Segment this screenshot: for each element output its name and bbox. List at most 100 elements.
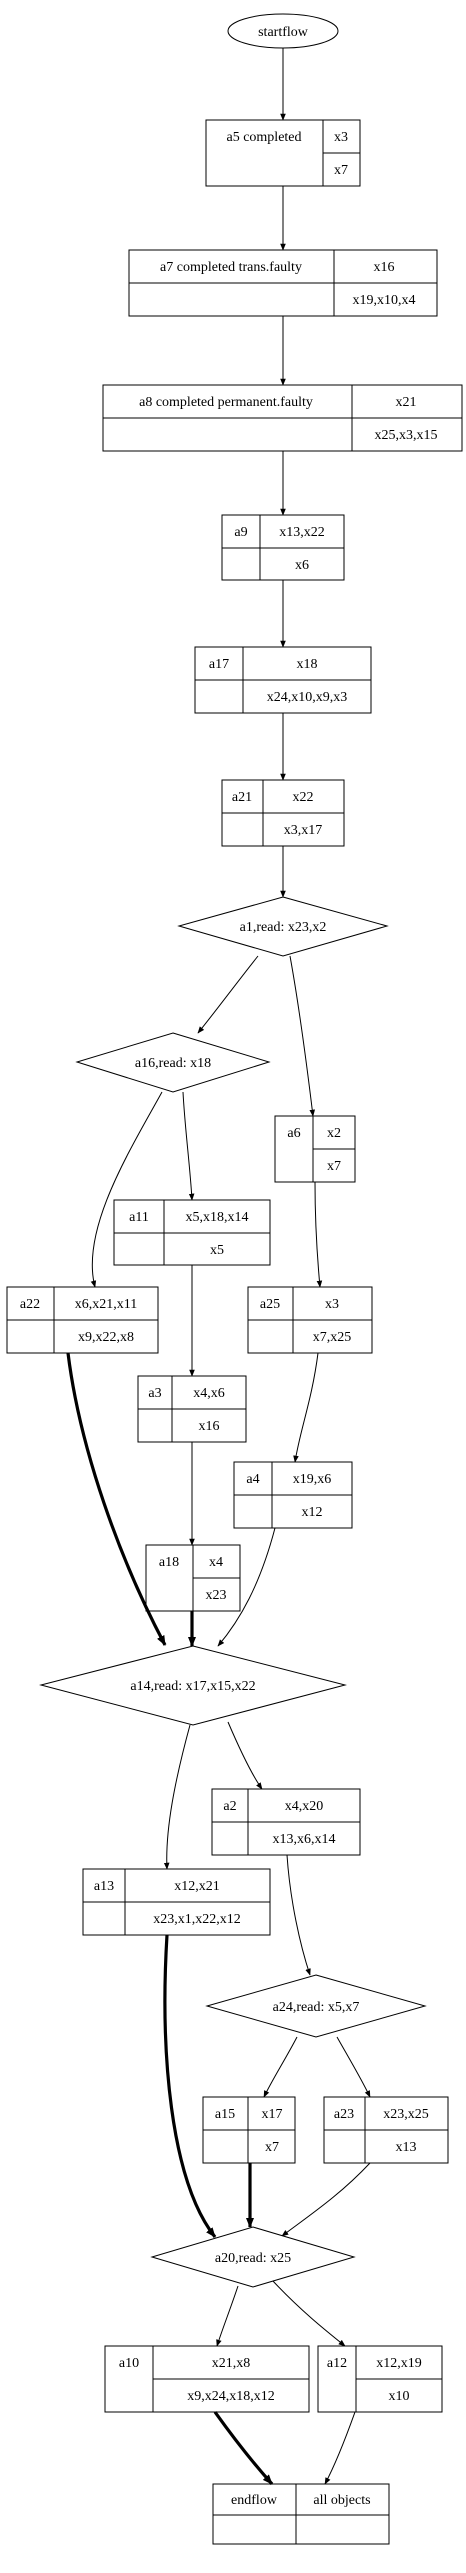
node-a17: a17 x18 x24,x10,x9,x3 — [194, 646, 372, 714]
node-a4: a4 x19,x6 x12 — [233, 1461, 353, 1529]
node-a7: a7 completed trans.faulty x16 x19,x10,x4 — [128, 249, 438, 317]
node-a11-name: a11 — [129, 1210, 149, 1225]
node-a15-bottom: x7 — [265, 2140, 279, 2155]
node-endflow: endflow all objects — [212, 2483, 390, 2545]
edge-a2-a24 — [286, 1854, 311, 1976]
node-a5-top: x3 — [334, 130, 348, 145]
node-a2-top: x4,x20 — [285, 1799, 324, 1814]
node-a18-name: a18 — [159, 1555, 179, 1570]
node-a25-bottom: x7,x25 — [313, 1330, 352, 1345]
node-a22-bottom: x9,x22,x8 — [78, 1330, 134, 1345]
node-a15-name: a15 — [215, 2107, 235, 2122]
node-a25-name: a25 — [260, 1297, 280, 1312]
node-a22: a22 x6,x21,x11 x9,x22,x8 — [6, 1286, 159, 1354]
node-a22-name: a22 — [20, 1297, 40, 1312]
node-a18: a18 x4 x23 — [145, 1544, 241, 1612]
node-a2-bottom: x13,x6,x14 — [273, 1832, 336, 1847]
node-a10-bottom: x9,x24,x18,x12 — [187, 2389, 275, 2404]
node-a23-bottom: x13 — [396, 2140, 417, 2155]
node-a3-name: a3 — [148, 1386, 161, 1401]
node-a8-bottom: x25,x3,x15 — [375, 428, 438, 443]
node-a13-name: a13 — [94, 1879, 114, 1894]
node-a10: a10 x21,x8 x9,x24,x18,x12 — [104, 2345, 310, 2413]
node-a8-name: a8 completed permanent.faulty — [139, 395, 313, 410]
node-a11: a11 x5,x18,x14 x5 — [113, 1199, 271, 1266]
node-a7-bottom: x19,x10,x4 — [353, 293, 416, 308]
node-a12-bottom: x10 — [389, 2389, 410, 2404]
node-a17-bottom: x24,x10,x9,x3 — [267, 690, 348, 705]
node-a3-top: x4,x6 — [193, 1386, 225, 1401]
node-a2-name: a2 — [223, 1799, 236, 1814]
node-a10-top: x21,x8 — [212, 2356, 251, 2371]
decision-a14: a14,read: x17,x15,x22 — [39, 1645, 347, 1726]
edge-a4-a14 — [217, 1527, 276, 1647]
edge-a20-a10 — [216, 2285, 239, 2347]
node-a21-bottom: x3,x17 — [284, 823, 323, 838]
start-node: startflow — [227, 13, 339, 49]
edge-a13-a20 — [163, 1934, 217, 2238]
edge-a24-a15 — [263, 2036, 298, 2098]
node-a11-bottom: x5 — [210, 1243, 224, 1258]
node-a11-top: x5,x18,x14 — [186, 1210, 249, 1225]
edge-a14-a2 — [227, 1721, 263, 1790]
node-a12: a12 x12,x19 x10 — [317, 2345, 443, 2413]
node-a22-top: x6,x21,x11 — [75, 1297, 137, 1312]
decision-a16: a16,read: x18 — [75, 1032, 271, 1093]
start-label: startflow — [258, 25, 309, 40]
node-a21-top: x22 — [293, 790, 314, 805]
edges-layer — [66, 47, 371, 2486]
node-a10-name: a10 — [119, 2356, 139, 2371]
node-a13-bottom: x23,x1,x22,x12 — [153, 1912, 241, 1927]
decision-a16-label: a16,read: x18 — [135, 1056, 211, 1071]
node-endflow-top: all objects — [313, 2493, 370, 2508]
node-a23: a23 x23,x25 x13 — [323, 2096, 449, 2164]
node-a3: a3 x4,x6 x16 — [137, 1375, 247, 1443]
node-a2: a2 x4,x20 x13,x6,x14 — [211, 1788, 361, 1856]
node-a17-top: x18 — [297, 657, 318, 672]
node-a21: a21 x22 x3,x17 — [221, 779, 345, 847]
edge-a24-a23 — [336, 2036, 371, 2098]
node-a5-bottom: x7 — [334, 163, 348, 178]
edge-a10-end — [213, 2411, 274, 2486]
node-a9-bottom: x6 — [295, 558, 309, 573]
node-a5: a5 completed x3 x7 — [205, 119, 361, 187]
node-a18-bottom: x23 — [206, 1588, 227, 1603]
edge-a6-a25 — [314, 1181, 323, 1288]
node-a3-bottom: x16 — [199, 1419, 220, 1434]
node-a23-name: a23 — [334, 2107, 354, 2122]
node-a12-name: a12 — [327, 2356, 347, 2371]
node-a5-name: a5 completed — [226, 130, 301, 145]
edge-a1-a6 — [289, 955, 316, 1117]
node-a6-name: a6 — [287, 1126, 300, 1141]
node-a9-name: a9 — [234, 525, 247, 540]
node-a9: a9 x13,x22 x6 — [221, 514, 345, 581]
node-a6-top: x2 — [327, 1126, 341, 1141]
node-a8-top: x21 — [396, 395, 417, 410]
edge-a16-a22 — [90, 1091, 163, 1288]
decision-a24-label: a24,read: x5,x7 — [273, 2000, 360, 2015]
node-a4-name: a4 — [246, 1472, 259, 1487]
node-a13: a13 x12,x21 x23,x1,x22,x12 — [82, 1868, 271, 1936]
decision-a20-label: a20,read: x25 — [215, 2251, 291, 2266]
node-a7-top: x16 — [374, 260, 395, 275]
node-a21-name: a21 — [232, 790, 252, 805]
decision-a20: a20,read: x25 — [150, 2226, 356, 2288]
node-endflow-name: endflow — [231, 2493, 278, 2508]
node-a13-top: x12,x21 — [174, 1879, 220, 1894]
node-a4-bottom: x12 — [302, 1505, 323, 1520]
decision-a1-label: a1,read: x23,x2 — [240, 920, 327, 935]
decision-a24: a24,read: x5,x7 — [205, 1974, 427, 2038]
node-a8: a8 completed permanent.faulty x21 x25,x3… — [102, 384, 463, 452]
edge-a1-a16 — [197, 955, 259, 1034]
node-a9-top: x13,x22 — [279, 525, 325, 540]
node-a18-top: x4 — [209, 1555, 223, 1570]
node-a15: a15 x17 x7 — [202, 2096, 296, 2164]
node-a25-top: x3 — [325, 1297, 339, 1312]
edge-a12-end — [324, 2411, 356, 2485]
node-a15-top: x17 — [262, 2107, 283, 2122]
node-a6-bottom: x7 — [327, 1159, 341, 1174]
decision-a1: a1,read: x23,x2 — [177, 896, 389, 957]
node-a17-name: a17 — [209, 657, 229, 672]
edge-a25-a4 — [293, 1352, 319, 1463]
node-a4-top: x19,x6 — [293, 1472, 332, 1487]
